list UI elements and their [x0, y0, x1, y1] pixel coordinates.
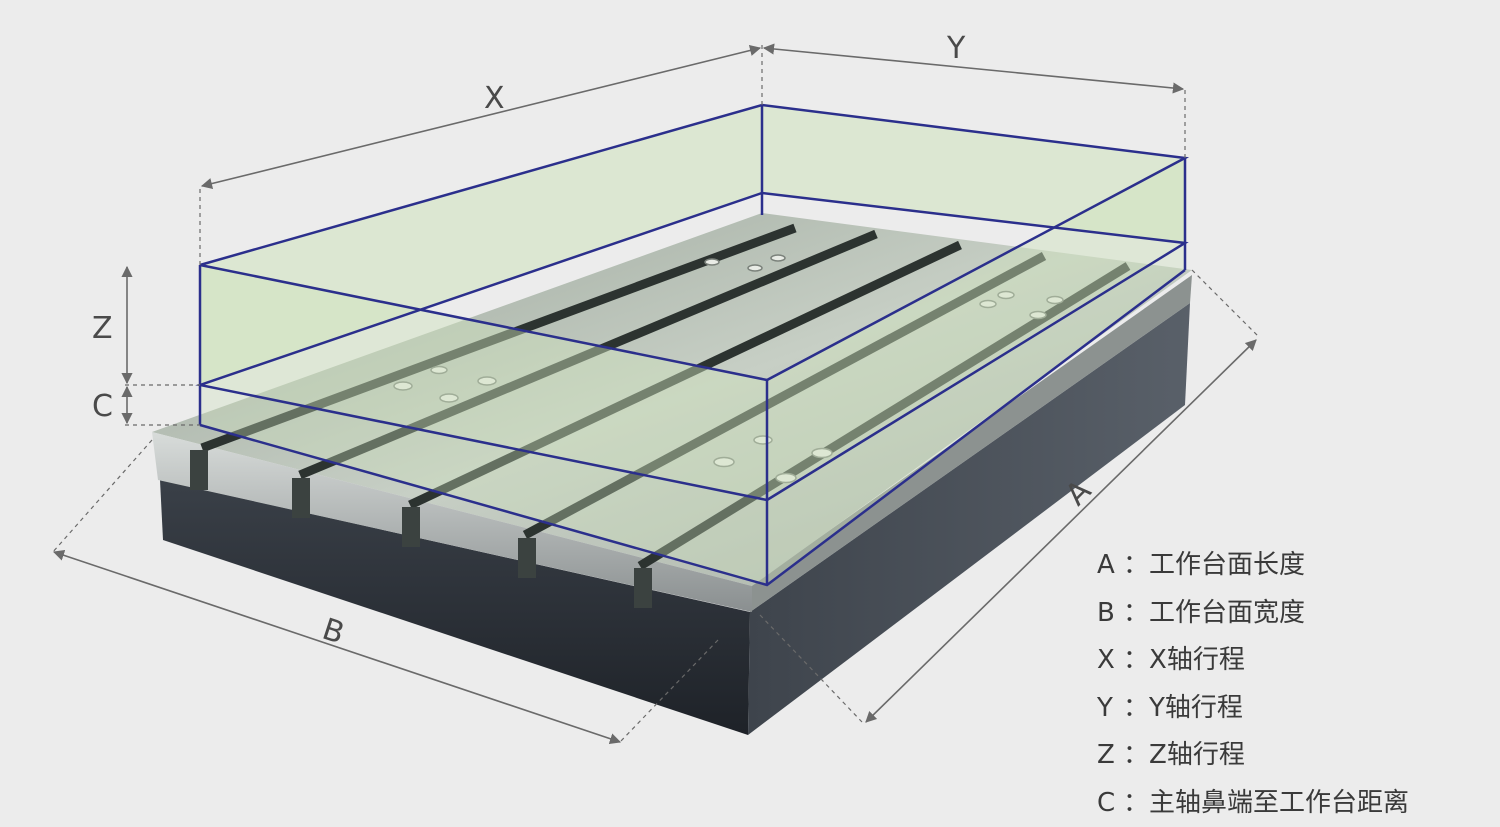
legend-item-x: X：X轴行程 [1097, 637, 1497, 685]
legend-separator: ： [1123, 645, 1149, 675]
legend-text: 工作台面长度 [1149, 550, 1305, 580]
legend-separator: ： [1123, 788, 1149, 818]
legend-key: A [1097, 542, 1123, 590]
legend-separator: ： [1123, 740, 1149, 770]
legend-key: Z [1097, 732, 1123, 780]
legend-key: B [1097, 590, 1123, 638]
legend-text: 主轴鼻端至工作台距离 [1149, 788, 1409, 818]
label-y: Y [946, 31, 966, 66]
legend-text: X轴行程 [1149, 645, 1245, 675]
label-z: Z [92, 311, 113, 346]
legend-key: X [1097, 637, 1123, 685]
label-x: X [484, 81, 505, 116]
legend-item-b: B：工作台面宽度 [1097, 590, 1497, 638]
legend: A：工作台面长度 B：工作台面宽度 X：X轴行程 Y：Y轴行程 Z：Z轴行程 C… [1097, 542, 1497, 827]
label-c: C [92, 389, 113, 424]
legend-text: Z轴行程 [1149, 740, 1245, 770]
legend-text: 工作台面宽度 [1149, 598, 1305, 628]
legend-item-a: A：工作台面长度 [1097, 542, 1497, 590]
legend-key: C [1097, 780, 1123, 827]
legend-separator: ： [1123, 598, 1149, 628]
label-b: B [318, 612, 348, 652]
legend-separator: ： [1123, 693, 1149, 723]
legend-separator: ： [1123, 550, 1149, 580]
legend-text: Y轴行程 [1149, 693, 1243, 723]
legend-item-y: Y：Y轴行程 [1097, 685, 1497, 733]
legend-item-c: C：主轴鼻端至工作台距离 [1097, 780, 1497, 827]
y-dimension-line [764, 48, 1183, 89]
legend-key: Y [1097, 685, 1123, 733]
legend-item-z: Z：Z轴行程 [1097, 732, 1497, 780]
